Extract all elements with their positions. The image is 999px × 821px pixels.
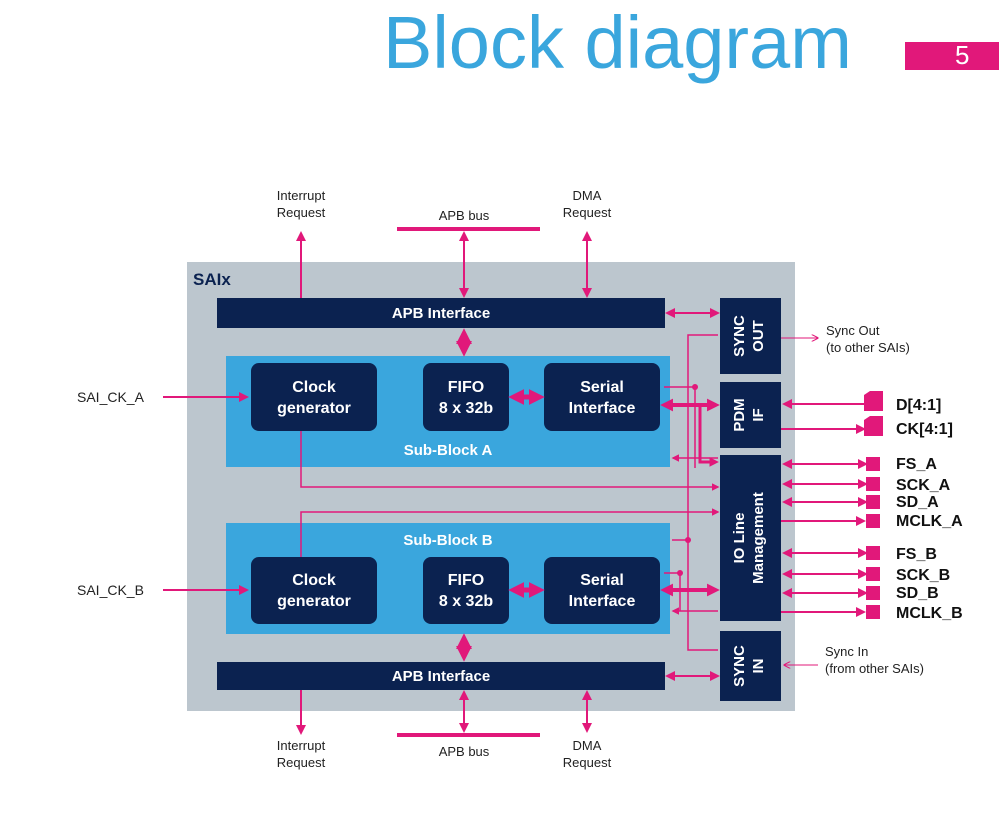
fifo-a-line1: FIFO bbox=[448, 379, 484, 396]
sync-in-block bbox=[720, 631, 781, 701]
apb-bus-top-bar bbox=[397, 227, 540, 231]
top-interrupt-line2: Request bbox=[277, 205, 326, 220]
fifo-b-line2: 8 x 32b bbox=[439, 593, 493, 610]
pin-pad-sd-b bbox=[866, 586, 880, 600]
pin-pad-sd-a bbox=[866, 495, 880, 509]
clock-generator-b-line1: Clock bbox=[292, 572, 336, 589]
sync-out-label-line2: (to other SAIs) bbox=[826, 340, 910, 355]
pdm-to-io bbox=[698, 405, 719, 467]
clock-b-to-io bbox=[300, 508, 720, 557]
serial-interface-a-line1: Serial bbox=[580, 379, 624, 396]
pin-label-fs-a: FS_A bbox=[896, 456, 937, 473]
pdm-if-line2: IF bbox=[750, 408, 767, 421]
pin-pad-fs-b bbox=[866, 546, 880, 560]
pin-label-fs-b: FS_B bbox=[896, 546, 937, 563]
page-number: 5 bbox=[955, 40, 970, 70]
sync-in-bus bbox=[687, 540, 718, 651]
bottom-dma-line1: DMA bbox=[573, 738, 602, 753]
sync-in-label-line2: (from other SAIs) bbox=[825, 661, 924, 676]
top-dma-line1: DMA bbox=[573, 188, 602, 203]
io-line-management-block bbox=[720, 455, 781, 621]
pin-pad-sck-a bbox=[866, 477, 880, 491]
clock-generator-a bbox=[251, 363, 377, 431]
pin-label-ck: CK[4:1] bbox=[896, 421, 953, 438]
apb-interface-top bbox=[217, 298, 665, 328]
sync-out-line1: SYNC bbox=[731, 315, 748, 357]
clock-a-to-io bbox=[300, 431, 720, 491]
sai-ck-a-label: SAI_CK_A bbox=[77, 389, 145, 405]
clock-generator-b bbox=[251, 557, 377, 624]
top-dma-line2: Request bbox=[563, 205, 612, 220]
clock-generator-a-line1: Clock bbox=[292, 379, 336, 396]
pin-pad-mclk-b bbox=[866, 605, 880, 619]
pdm-if-line1: PDM bbox=[731, 398, 748, 431]
clock-generator-b-line2: generator bbox=[277, 593, 351, 610]
sync-out-block bbox=[720, 298, 781, 374]
serial-interface-b-line1: Serial bbox=[580, 572, 624, 589]
pin-label-sd-b: SD_B bbox=[896, 585, 939, 602]
page-title: Block diagram bbox=[383, 1, 852, 84]
top-apb-bus-label: APB bus bbox=[439, 208, 490, 223]
pin-label-d: D[4:1] bbox=[896, 397, 941, 414]
serial-interface-b-line2: Interface bbox=[569, 593, 636, 610]
fifo-b bbox=[423, 557, 509, 624]
sync-out-line2: OUT bbox=[750, 320, 767, 352]
sync-in-line2: IN bbox=[750, 659, 767, 674]
pin-label-sck-a: SCK_A bbox=[896, 477, 951, 494]
fifo-a bbox=[423, 363, 509, 431]
top-interrupt-line1: Interrupt bbox=[277, 188, 326, 203]
pin-pad-mclk-a bbox=[866, 514, 880, 528]
apb-interface-bottom-label: APB Interface bbox=[392, 668, 490, 685]
junction-dot-1 bbox=[692, 384, 698, 390]
serial-interface-b bbox=[544, 557, 660, 624]
serial-interface-a bbox=[544, 363, 660, 431]
sync-out-label-line1: Sync Out bbox=[826, 323, 880, 338]
pin-label-sck-b: SCK_B bbox=[896, 567, 950, 584]
pin-pad-fs-a bbox=[866, 457, 880, 471]
serial-interface-a-line2: Interface bbox=[569, 400, 636, 417]
pin-pads bbox=[864, 391, 883, 619]
pin-pad-d bbox=[864, 391, 883, 411]
bottom-apb-bus-label: APB bus bbox=[439, 744, 490, 759]
io-line-line1: IO Line bbox=[731, 513, 748, 564]
apb-interface-top-label: APB Interface bbox=[392, 305, 490, 322]
fifo-b-line1: FIFO bbox=[448, 572, 484, 589]
pin-pad-sck-b bbox=[866, 567, 880, 581]
sync-in-line1: SYNC bbox=[731, 645, 748, 687]
junction-dot-3 bbox=[677, 570, 683, 576]
bottom-interrupt-line1: Interrupt bbox=[277, 738, 326, 753]
sub-block-b-label: Sub-Block B bbox=[403, 532, 492, 549]
page-number-badge bbox=[905, 42, 999, 70]
pdm-if-block bbox=[720, 382, 781, 448]
connections bbox=[163, 231, 868, 735]
sai-ck-b-label: SAI_CK_B bbox=[77, 582, 144, 598]
bottom-interrupt-line2: Request bbox=[277, 755, 326, 770]
clock-generator-a-line2: generator bbox=[277, 400, 351, 417]
sync-out-bus bbox=[672, 334, 718, 541]
pin-label-mclk-a: MCLK_A bbox=[896, 513, 963, 530]
junction-dot-2 bbox=[685, 537, 691, 543]
apb-bus-bottom-bar bbox=[397, 733, 540, 737]
pin-label-mclk-b: MCLK_B bbox=[896, 605, 963, 622]
pin-label-sd-a: SD_A bbox=[896, 494, 939, 511]
bottom-dma-line2: Request bbox=[563, 755, 612, 770]
apb-interface-bottom bbox=[217, 662, 665, 690]
saix-label: SAIx bbox=[193, 270, 231, 289]
sync-in-label-line1: Sync In bbox=[825, 644, 868, 659]
io-line-line2: Management bbox=[750, 492, 767, 584]
fifo-a-line2: 8 x 32b bbox=[439, 400, 493, 417]
pin-pad-ck bbox=[864, 416, 883, 436]
sub-block-a-label: Sub-Block A bbox=[404, 442, 493, 459]
